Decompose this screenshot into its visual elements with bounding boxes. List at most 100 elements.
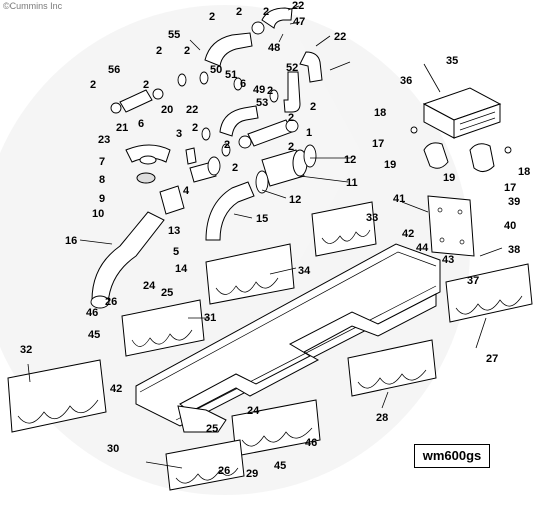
upper-pipe-55 [204,32,253,67]
part-label: 15 [256,213,268,225]
part-label: 18 [518,166,530,178]
part-label: 39 [508,196,520,208]
part-label: 34 [298,265,311,277]
part-label: 30 [107,443,119,455]
clamp-top [251,21,265,35]
part-label: 6 [138,118,144,130]
part-label: 46 [86,307,98,319]
part-label: 41 [393,193,405,205]
part-label: 19 [443,172,455,184]
nut-8 [136,172,156,184]
part-label: 1 [306,127,312,139]
part-label: 31 [204,312,216,324]
elbow-22-top [261,7,293,29]
part-label: 17 [372,138,384,150]
part-label: 10 [92,208,104,220]
part-label: 19 [384,159,396,171]
part-label: 22 [292,0,304,12]
pipe-53 [219,105,259,137]
support-brackets [410,126,512,172]
part-label: 22 [186,104,198,116]
part-label: 36 [400,75,412,87]
part-label: 26 [218,465,230,477]
part-label: 2 [90,79,96,91]
part-label: 23 [98,134,110,146]
part-label: 35 [446,55,458,67]
leader-lines [27,5,503,469]
part-label: 24 [143,280,156,292]
upper-piping [90,7,323,309]
part-label: 47 [293,16,305,28]
pipe-16 [91,211,165,305]
part-label: 2 [192,122,198,134]
part-label: 51 [225,69,237,81]
part-label: 12 [289,194,301,206]
part-label: 24 [247,405,260,417]
part-label: 2 [184,45,190,57]
part-label: 2 [224,139,230,151]
part-label: 43 [442,254,454,266]
part-label: 49 [253,84,265,96]
elbow-23 [125,144,171,163]
pipe-15 [205,181,255,241]
part-label: 27 [486,353,498,365]
part-label: 32 [20,344,32,356]
part-label: 37 [467,275,479,287]
part-label: 26 [105,296,117,308]
part-label: 29 [246,468,258,480]
part-label: 33 [366,212,378,224]
part-label: 9 [99,193,105,205]
part-label: 52 [286,62,298,74]
part-label: 4 [183,185,190,197]
part-label: 53 [256,97,268,109]
part-label: 50 [210,64,222,76]
part-label: 22 [334,31,346,43]
heat-shields [7,201,533,491]
part-label: 48 [268,42,280,54]
part-label: 17 [504,182,516,194]
part-label: 25 [161,287,173,299]
part-label: 45 [274,460,286,472]
mounting-plate [427,195,475,257]
pipe-56 [119,89,153,113]
part-label: 3 [176,128,182,140]
figure-id-box: wm600gs [414,444,490,468]
part-label: 25 [206,423,218,435]
part-label: 28 [376,412,388,424]
part-label: 2 [288,112,294,124]
pipe-52 [283,71,301,113]
part-label: 38 [508,244,520,256]
part-label: 12 [344,154,356,166]
part-label: 55 [168,29,180,41]
part-label: 2 [156,45,162,57]
part-labels: 22 47 48 22 2 2 2 55 2 2 50 51 6 49 53 2… [20,0,530,480]
part-label: 20 [161,104,173,116]
part-label: 8 [99,174,105,186]
flange-13 [159,185,185,215]
part-label: 2 [209,11,215,23]
ring-7 [139,155,157,165]
clamp-12a [303,144,317,168]
copyright-text: ©Cummins Inc [3,1,63,11]
part-label: 5 [173,246,179,258]
part-label: 2 [143,79,149,91]
part-label: 2 [288,141,294,153]
part-label: 16 [65,235,77,247]
part-label: 21 [116,122,128,134]
part-label: 45 [88,329,100,341]
part-label: 42 [110,383,122,395]
part-label: 2 [267,85,273,97]
part-label: 40 [504,220,516,232]
heat-shield-box [422,87,502,139]
part-label: 2 [310,101,316,113]
frame-rails [135,243,441,433]
part-label: 14 [175,263,188,275]
bracket-3 [185,147,197,165]
part-label: 42 [402,228,414,240]
part-label: 7 [99,156,105,168]
part-label: 13 [168,225,180,237]
part-label: 2 [263,6,269,18]
part-label: 46 [305,437,317,449]
